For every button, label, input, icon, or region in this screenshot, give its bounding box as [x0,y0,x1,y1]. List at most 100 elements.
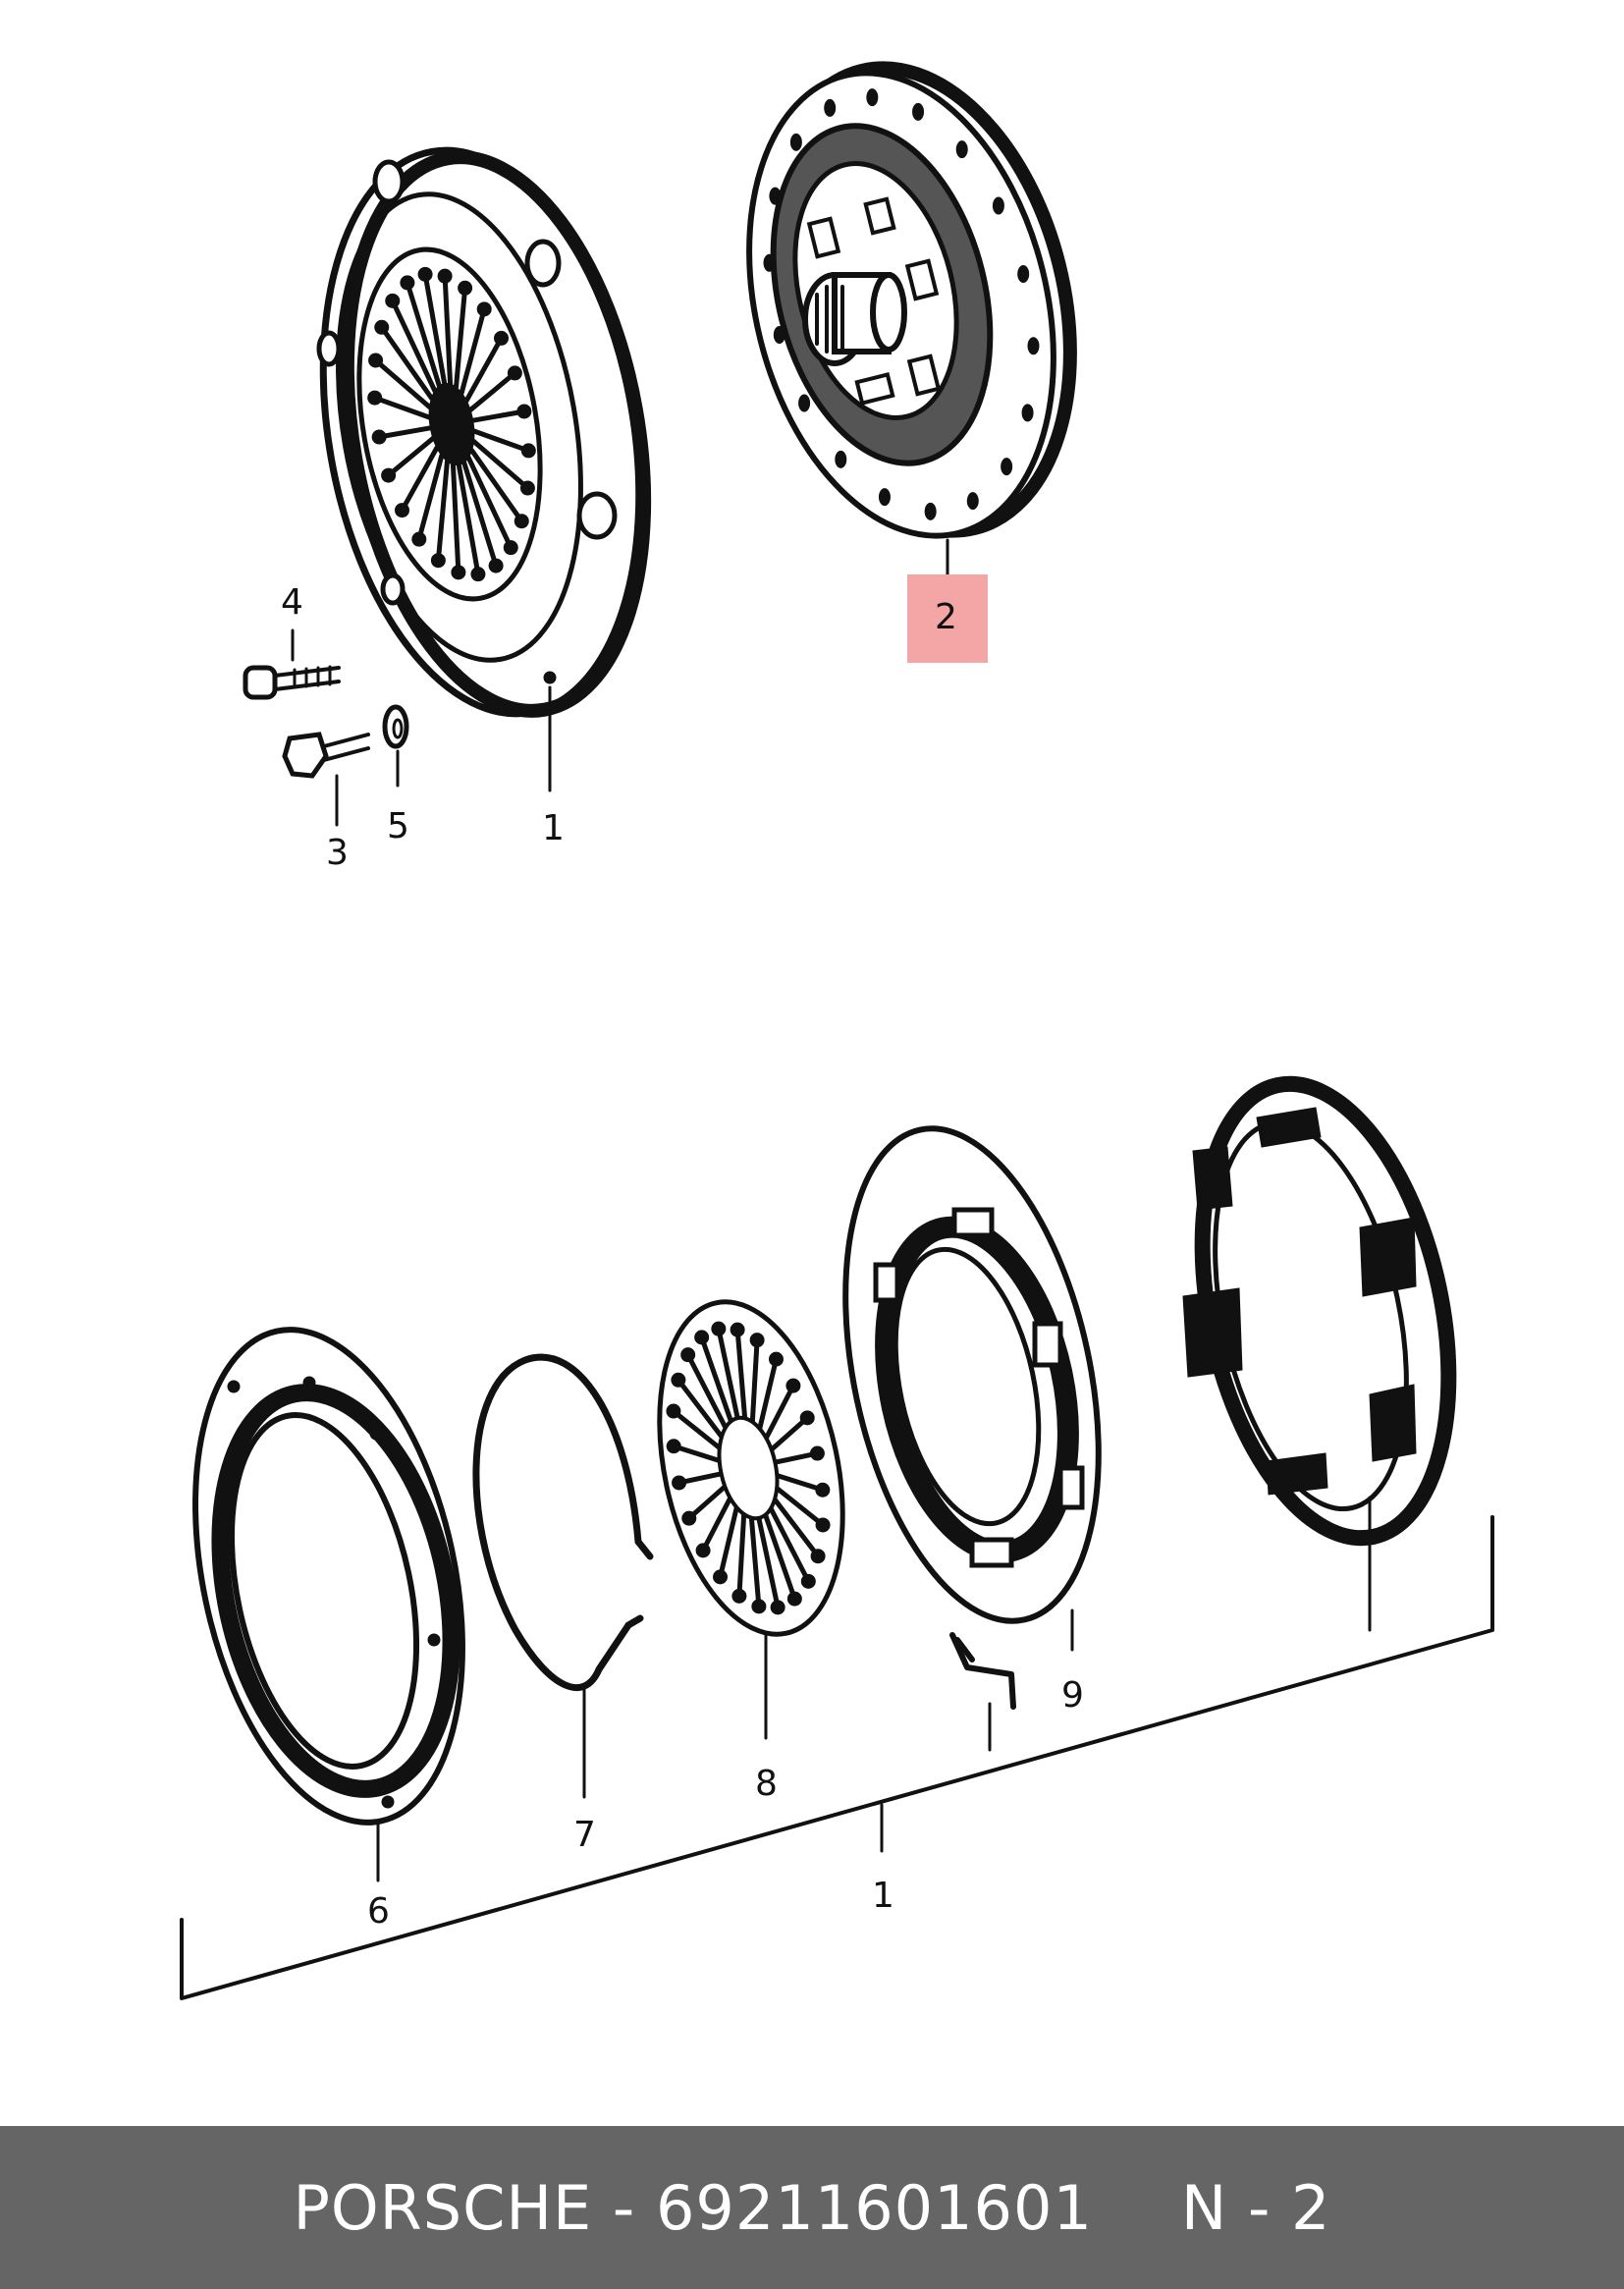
spring-finger [463,335,505,404]
spring-finger [686,1484,728,1521]
spring-finger [769,1415,810,1452]
callout-6: 6 [367,1891,390,1932]
spring-finger [671,1444,723,1463]
rivet-hole [1017,265,1030,284]
rivet-hole [924,502,937,520]
spring-finger [405,280,442,389]
rivet-hole [966,492,979,511]
spring-finger-tip [666,1403,681,1419]
spring-finger [671,1408,723,1451]
rivet-hole [835,450,847,468]
spring-finger [763,1383,796,1442]
spring-finger [399,445,440,514]
rivet-hole [798,394,811,412]
footer-reference: N - 2 [1180,2171,1331,2244]
spring-finger-tip [385,293,401,308]
spring-finger-tip [799,1410,815,1426]
callout-3: 3 [326,833,349,873]
clip-drawing [949,1632,1016,1752]
spring-finger [699,1335,733,1424]
spring-finger [379,324,435,401]
rivet-hole [1021,404,1034,422]
spring-finger-tip [488,558,504,573]
spring-finger-tip [694,1330,710,1345]
callout-8: 8 [755,1764,778,1804]
spring-finger-tip [800,1573,816,1589]
spring-finger-tip [681,1510,697,1526]
spring-finger [373,357,433,410]
spring-finger [768,1505,811,1584]
rivet-hole [1027,337,1040,355]
callout-7: 7 [573,1815,596,1855]
rivet-hole [824,98,837,117]
spring-finger [468,448,524,524]
clutch-disc-drawing [746,61,1077,576]
spring-finger-tip [411,531,427,547]
spring-finger [774,1473,826,1493]
spring-finger [716,1326,740,1421]
spring-finger-tip [514,514,529,529]
spring-finger-tip [809,1445,825,1461]
spring-finger [774,1485,826,1528]
spring-finger-tip [786,1591,802,1607]
spring-finger [465,455,514,551]
rivet-hole [878,488,891,507]
spring-finger [763,1512,797,1602]
spring-finger [450,462,461,575]
spring-finger-tip [368,353,384,368]
spring-finger-tip [451,565,466,580]
pressure-plate-assembly-drawing [316,146,652,792]
spring-finger-tip [494,330,510,346]
washer-5-drawing [382,704,409,788]
spring-finger [435,459,450,564]
spring-finger-tip [671,1372,686,1388]
spring-finger [459,306,487,396]
spring-finger [422,271,448,387]
spring-finger [676,1377,725,1440]
spring-finger [734,1327,748,1421]
diaphragm-spring-8-drawing [657,1299,845,1740]
spring-finger [376,425,433,440]
pressure-plate-9-drawing [842,1125,1102,1652]
rivet-hole [866,88,879,107]
spring-finger-tip [400,275,415,291]
spring-finger [471,428,531,454]
callout-9: 9 [1061,1675,1084,1716]
spring-finger-tip [731,1588,747,1604]
cover-6-drawing [192,1327,465,1882]
spring-finger-tip [672,1475,687,1491]
spring-finger [454,285,468,390]
spring-finger [372,395,432,420]
callout-2-highlight [907,574,988,663]
rivet-hole [912,102,925,121]
spring-finger [456,462,481,577]
release-ring-drawing [1182,1075,1457,1632]
spring-finger-tip [751,1599,767,1614]
callout-4: 4 [281,582,303,623]
spring-finger-tip [713,1569,729,1585]
clutch-exploded-diagram: 1 4 3 5 2 [180,61,1494,2000]
screw-4-drawing [243,628,341,700]
rivet-hole [955,140,968,159]
spring-finger-tip [430,553,446,569]
spring-finger-tip [394,503,409,518]
spring-finger [718,1504,739,1580]
spring-finger-tip [516,404,532,419]
spring-finger [749,1337,760,1425]
rivet-hole [1001,458,1013,476]
spring-finger-tip [730,1322,745,1337]
spring-finger [736,1511,747,1599]
spring-finger-tip [768,1351,784,1367]
spring-finger-tip [458,280,473,296]
spring-finger-tip [371,429,387,445]
spring-finger [470,438,530,491]
group-bracket [180,1515,1494,2000]
footer-part-number: PORSCHE - 69211601601 [293,2171,1093,2244]
spring-finger [756,1515,781,1610]
spring-finger-tip [437,268,453,284]
spring-finger [748,1515,762,1609]
bolt-3-drawing [282,732,370,827]
spring-finger-tip [815,1482,831,1498]
spring-finger-tip [711,1321,727,1336]
spring-finger-tip [519,480,535,496]
